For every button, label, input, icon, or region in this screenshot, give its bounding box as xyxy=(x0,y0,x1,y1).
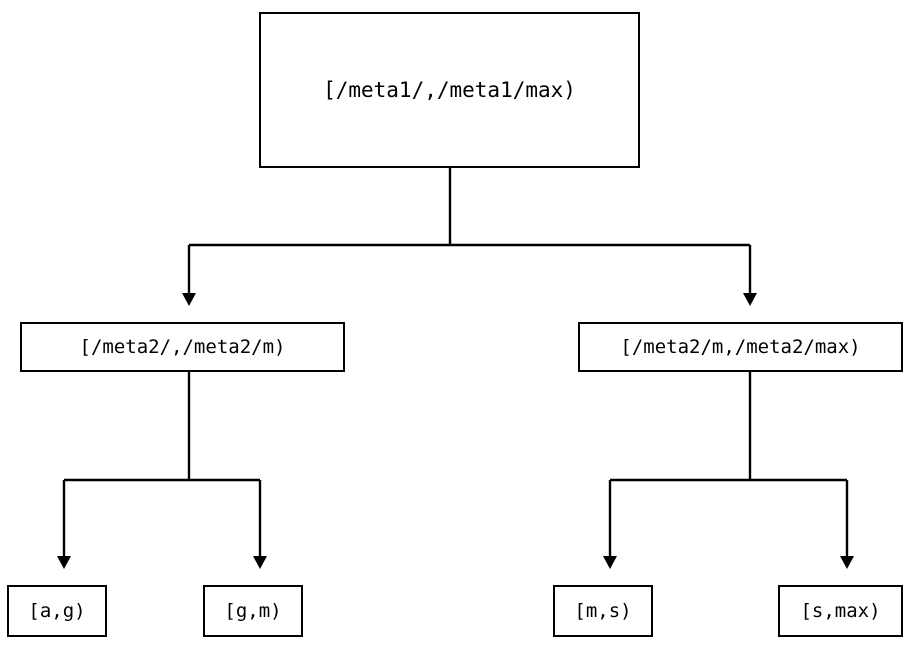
node-mid-right[interactable]: [/meta2/m,/meta2/max) xyxy=(578,322,903,372)
arrowhead-leaf-gm xyxy=(253,556,267,569)
arrowhead-mid-left xyxy=(182,293,196,306)
arrowhead-leaf-smax xyxy=(840,556,854,569)
node-leaf-ag[interactable]: [a,g) xyxy=(7,585,107,637)
node-mid-left[interactable]: [/meta2/,/meta2/m) xyxy=(20,322,345,372)
node-leaf-smax[interactable]: [s,max) xyxy=(778,585,903,637)
node-leaf-gm[interactable]: [g,m) xyxy=(203,585,303,637)
arrowhead-mid-right xyxy=(743,293,757,306)
arrowhead-leaf-ag xyxy=(57,556,71,569)
node-leaf-ms[interactable]: [m,s) xyxy=(553,585,653,637)
arrowhead-leaf-ms xyxy=(603,556,617,569)
node-root[interactable]: [/meta1/,/meta1/max) xyxy=(259,12,640,168)
